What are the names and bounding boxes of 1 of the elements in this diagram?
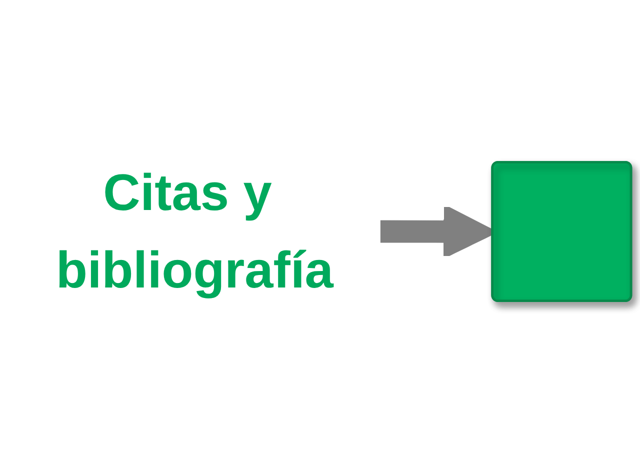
node-text: Citas y bibliografía [56, 163, 334, 299]
